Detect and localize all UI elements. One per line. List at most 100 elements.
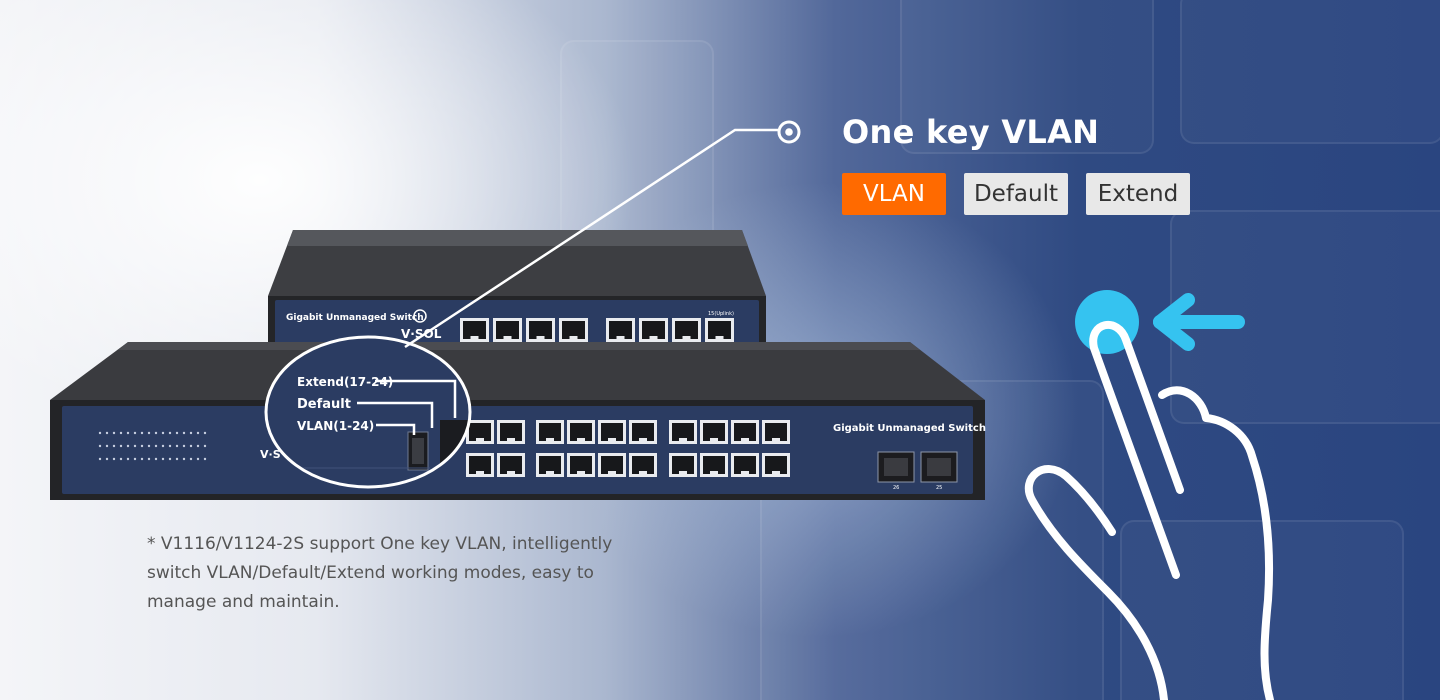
ethernet-port [497,420,525,444]
led-dot [189,457,193,461]
ethernet-port [567,453,595,477]
feature-title: One key VLAN [842,113,1100,151]
led-dot [126,457,130,461]
ethernet-port [639,318,668,342]
sfp-port-slot [884,458,908,476]
led-dot [182,444,186,448]
led-dot [168,457,172,461]
led-dot [133,444,137,448]
ethernet-port [536,453,564,477]
led-dot [154,431,158,435]
led-dot [203,444,207,448]
led-dot [182,457,186,461]
ethernet-port [705,318,734,342]
led-dot [147,457,151,461]
led-dot [175,457,179,461]
led-dot [112,444,116,448]
led-dot [105,431,109,435]
led-dot [147,444,151,448]
mode-option-extend: Extend(17-24) [297,375,393,389]
mode-option-vlan: VLAN(1-24) [297,419,374,433]
ethernet-port [731,420,759,444]
led-dot [112,431,116,435]
sfp-number: 25 [936,485,942,491]
ethernet-port [762,453,790,477]
tap-gesture [1024,290,1274,700]
mode-button-extend[interactable]: Extend [1086,173,1190,215]
ethernet-port [567,420,595,444]
led-dot [175,431,179,435]
led-dot [168,431,172,435]
led-dot [161,457,165,461]
led-dot [98,431,102,435]
brand-logo: V·SOL [401,327,442,341]
brand-logo-mark [413,309,427,323]
led-dot [140,457,144,461]
ethernet-port [700,420,728,444]
callout-line [357,401,434,428]
ethernet-port [672,318,701,342]
ethernet-port [598,453,626,477]
led-dot [98,444,102,448]
led-dot [119,444,123,448]
led-dot [126,444,130,448]
led-dot [168,444,172,448]
led-dot [203,431,207,435]
led-dot [182,431,186,435]
sfp-number: 26 [893,485,899,491]
ethernet-port [536,420,564,444]
led-dot [196,457,200,461]
switch-small-label: Gigabit Unmanaged Switch [286,313,424,323]
mode-switch-magnifier: Extend(17-24) Default VLAN(1-24) [264,335,472,489]
mode-option-default: Default [297,397,351,412]
mode-button-default[interactable]: Default [964,173,1068,215]
ethernet-port [606,318,635,342]
leader-line [404,128,778,349]
led-dot [161,431,165,435]
footnote-text: * V1116/V1124-2S support One key VLAN, i… [147,534,613,612]
ethernet-port [700,453,728,477]
led-dot [154,444,158,448]
magnifier-ring [264,335,472,489]
led-dot [105,444,109,448]
led-dot [175,444,179,448]
background-tile [900,0,1154,154]
left-arrow-icon [1153,293,1245,351]
led-dot [161,444,165,448]
sfp-port-group: 26 25 [877,451,958,491]
ethernet-port [762,420,790,444]
callout-line [376,423,416,435]
ethernet-port [629,453,657,477]
tap-hand-icon [1024,320,1274,700]
led-dot [140,444,144,448]
led-dot [196,431,200,435]
ethernet-port [669,420,697,444]
callout-line [375,379,457,418]
ethernet-port [629,420,657,444]
led-dot [189,444,193,448]
ethernet-port [526,318,555,342]
switch-large: Gigabit Unmanaged Switch V·S 26 25 [50,342,986,500]
led-dot [154,457,158,461]
ethernet-port [466,420,494,444]
ethernet-port [497,453,525,477]
switch-large-port-group [466,420,790,477]
uplink-label: 15(Uplink) [708,311,734,317]
background-tile [1180,0,1440,144]
mode-button-vlan[interactable]: VLAN [842,173,946,215]
led-indicator-panel [98,431,207,461]
led-dot [189,431,193,435]
callout-dot-icon [777,120,801,144]
led-dot [133,431,137,435]
led-dot [105,457,109,461]
sfp-port-slot [927,458,951,476]
led-dot [98,457,102,461]
ethernet-port [731,453,759,477]
led-dot [133,457,137,461]
led-dot [196,444,200,448]
led-dot [119,457,123,461]
ethernet-port [460,318,489,342]
led-dot [140,431,144,435]
